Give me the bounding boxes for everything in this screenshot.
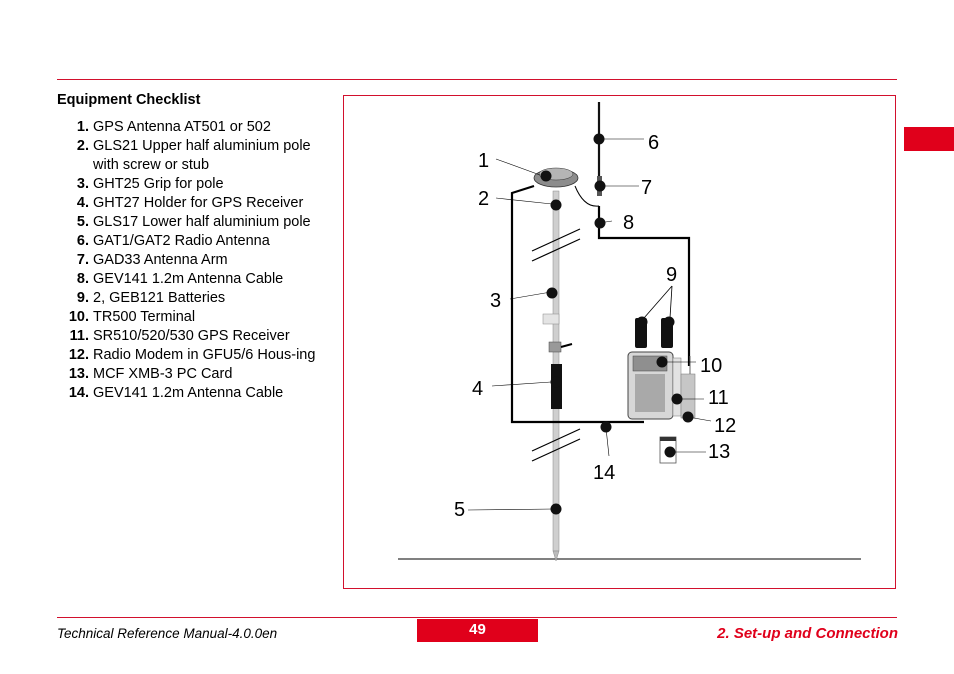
callout-label-1: 1: [478, 150, 489, 172]
receiver-cable-loop: [510, 184, 644, 424]
bottom-rule: [57, 617, 897, 618]
callout-dot-10: [656, 356, 668, 368]
pole-break-mark: [531, 438, 581, 462]
callout-dot-1: [540, 170, 552, 182]
antenna-arm: [574, 185, 600, 207]
callout-label-2: 2: [478, 188, 489, 210]
callout-dot-6: [593, 133, 605, 145]
leader-line: [509, 291, 552, 300]
list-item: 2.GLS21 Upper half aluminium pole with s…: [76, 138, 311, 173]
list-item: 14.GEV141 1.2m Antenna Cable: [68, 385, 284, 401]
callout-label-9: 9: [666, 264, 677, 286]
leader-line: [669, 285, 673, 319]
callout-label-11: 11: [708, 387, 729, 409]
radio-modem: [680, 373, 696, 419]
callout-label-12: 12: [714, 415, 736, 437]
top-rule: [57, 79, 897, 80]
callout-dot-3: [546, 287, 558, 299]
leader-line: [495, 197, 553, 205]
list-item: 8.GEV141 1.2m Antenna Cable: [76, 271, 284, 287]
list-item: 10.TR500 Terminal: [68, 309, 196, 325]
leader-line: [467, 508, 554, 511]
callout-dot-2: [550, 199, 562, 211]
pole-break-mark: [531, 238, 581, 262]
leader-line: [495, 158, 541, 176]
section-title: 2. Set-up and Connection: [717, 625, 898, 642]
pole-break-mark: [531, 428, 581, 452]
leader-line: [491, 381, 552, 387]
callout-dot-14: [600, 421, 612, 433]
callout-dot-7: [594, 180, 606, 192]
list-item: 6.GAT1/GAT2 Radio Antenna: [76, 233, 270, 249]
manual-title: Technical Reference Manual-4.0.0en: [57, 626, 278, 641]
callout-dot-13: [664, 446, 676, 458]
list-item: 5.GLS17 Lower half aluminium pole: [76, 214, 311, 230]
callout-label-14: 14: [593, 462, 615, 484]
callout-dot-9b: [663, 316, 675, 328]
chapter-tab: [904, 127, 954, 151]
callout-dot-12: [682, 411, 694, 423]
list-item: 4.GHT27 Holder for GPS Receiver: [76, 195, 304, 211]
list-item: 12.Radio Modem in GFU5/6 Hous-ing: [68, 347, 316, 363]
callout-dot-9a: [636, 316, 648, 328]
equipment-figure: 1 2 3 4 5 6 7 8 9 10 11 12 13 14: [343, 95, 896, 589]
equipment-diagram: 1 2 3 4 5 6 7 8 9 10 11 12 13 14: [398, 102, 861, 562]
callout-dot-8: [594, 217, 606, 229]
callout-dot-4: [550, 376, 562, 388]
list-item: 1.GPS Antenna AT501 or 502: [76, 119, 271, 135]
holder-arm: [560, 343, 573, 348]
leader-line: [605, 427, 610, 457]
gps-receiver: [672, 357, 682, 417]
pole-break-mark: [531, 228, 581, 252]
equipment-checklist: 1.GPS Antenna AT501 or 502 2.GLS21 Upper…: [57, 118, 337, 403]
callout-label-4: 4: [472, 378, 483, 400]
leader-line: [643, 285, 673, 319]
callout-label-13: 13: [708, 441, 730, 463]
holder-clamp: [548, 341, 562, 353]
callout-dot-11: [671, 393, 683, 405]
callout-label-3: 3: [490, 290, 501, 312]
pc-card-edge: [660, 437, 676, 441]
list-item: 7.GAD33 Antenna Arm: [76, 252, 228, 268]
callout-label-10: 10: [700, 355, 722, 377]
callout-dot-5: [550, 503, 562, 515]
terminal-keypad: [635, 374, 665, 412]
callout-label-7: 7: [641, 177, 652, 199]
list-item: 13.MCF XMB-3 PC Card: [68, 366, 233, 382]
callout-label-6: 6: [648, 132, 659, 154]
list-item: 9.2, GEB121 Batteries: [76, 290, 226, 306]
list-heading: Equipment Checklist: [57, 92, 201, 108]
pole-tip: [552, 550, 560, 562]
list-item: 11.SR510/520/530 GPS Receiver: [69, 328, 290, 344]
callout-label-5: 5: [454, 499, 465, 521]
list-item: 3.GHT25 Grip for pole: [76, 176, 224, 192]
grip-bracket: [542, 313, 560, 325]
callout-label-8: 8: [623, 212, 634, 234]
page-number: 49: [417, 619, 538, 642]
